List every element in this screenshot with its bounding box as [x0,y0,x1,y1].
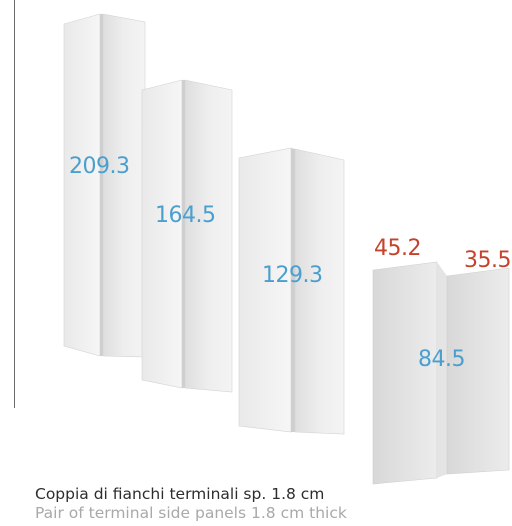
panel-129-edge [291,148,295,432]
left-border-line [14,0,15,408]
dimension-35-label: 35.5 [464,248,511,273]
panel-84-front [446,267,510,475]
dimension-164-label: 164.5 [155,203,216,228]
panel-pair-129 [238,147,345,435]
panel-pair-209 [63,13,146,358]
panel-209-edge [100,14,103,356]
dimension-129-label: 129.3 [262,263,323,288]
panel-129-front [294,148,345,435]
dimension-209-label: 209.3 [69,154,130,179]
panel-164-front [184,79,233,393]
panel-84-back [372,261,438,485]
panel-164-back [141,79,183,389]
caption-italian: Coppia di fianchi terminali sp. 1.8 cm [35,485,325,503]
panel-129-back [238,147,292,433]
panel-164-edge [182,80,185,388]
dimension-84-label: 84.5 [418,347,465,372]
panel-pair-164 [141,79,233,393]
panel-209-front [102,13,146,358]
panel-pair-84 [372,261,510,485]
dimension-45-label: 45.2 [374,236,421,261]
caption-english: Pair of terminal side panels 1.8 cm thic… [35,504,347,522]
panel-84-edge [437,262,447,478]
panel-209-back [63,13,101,357]
